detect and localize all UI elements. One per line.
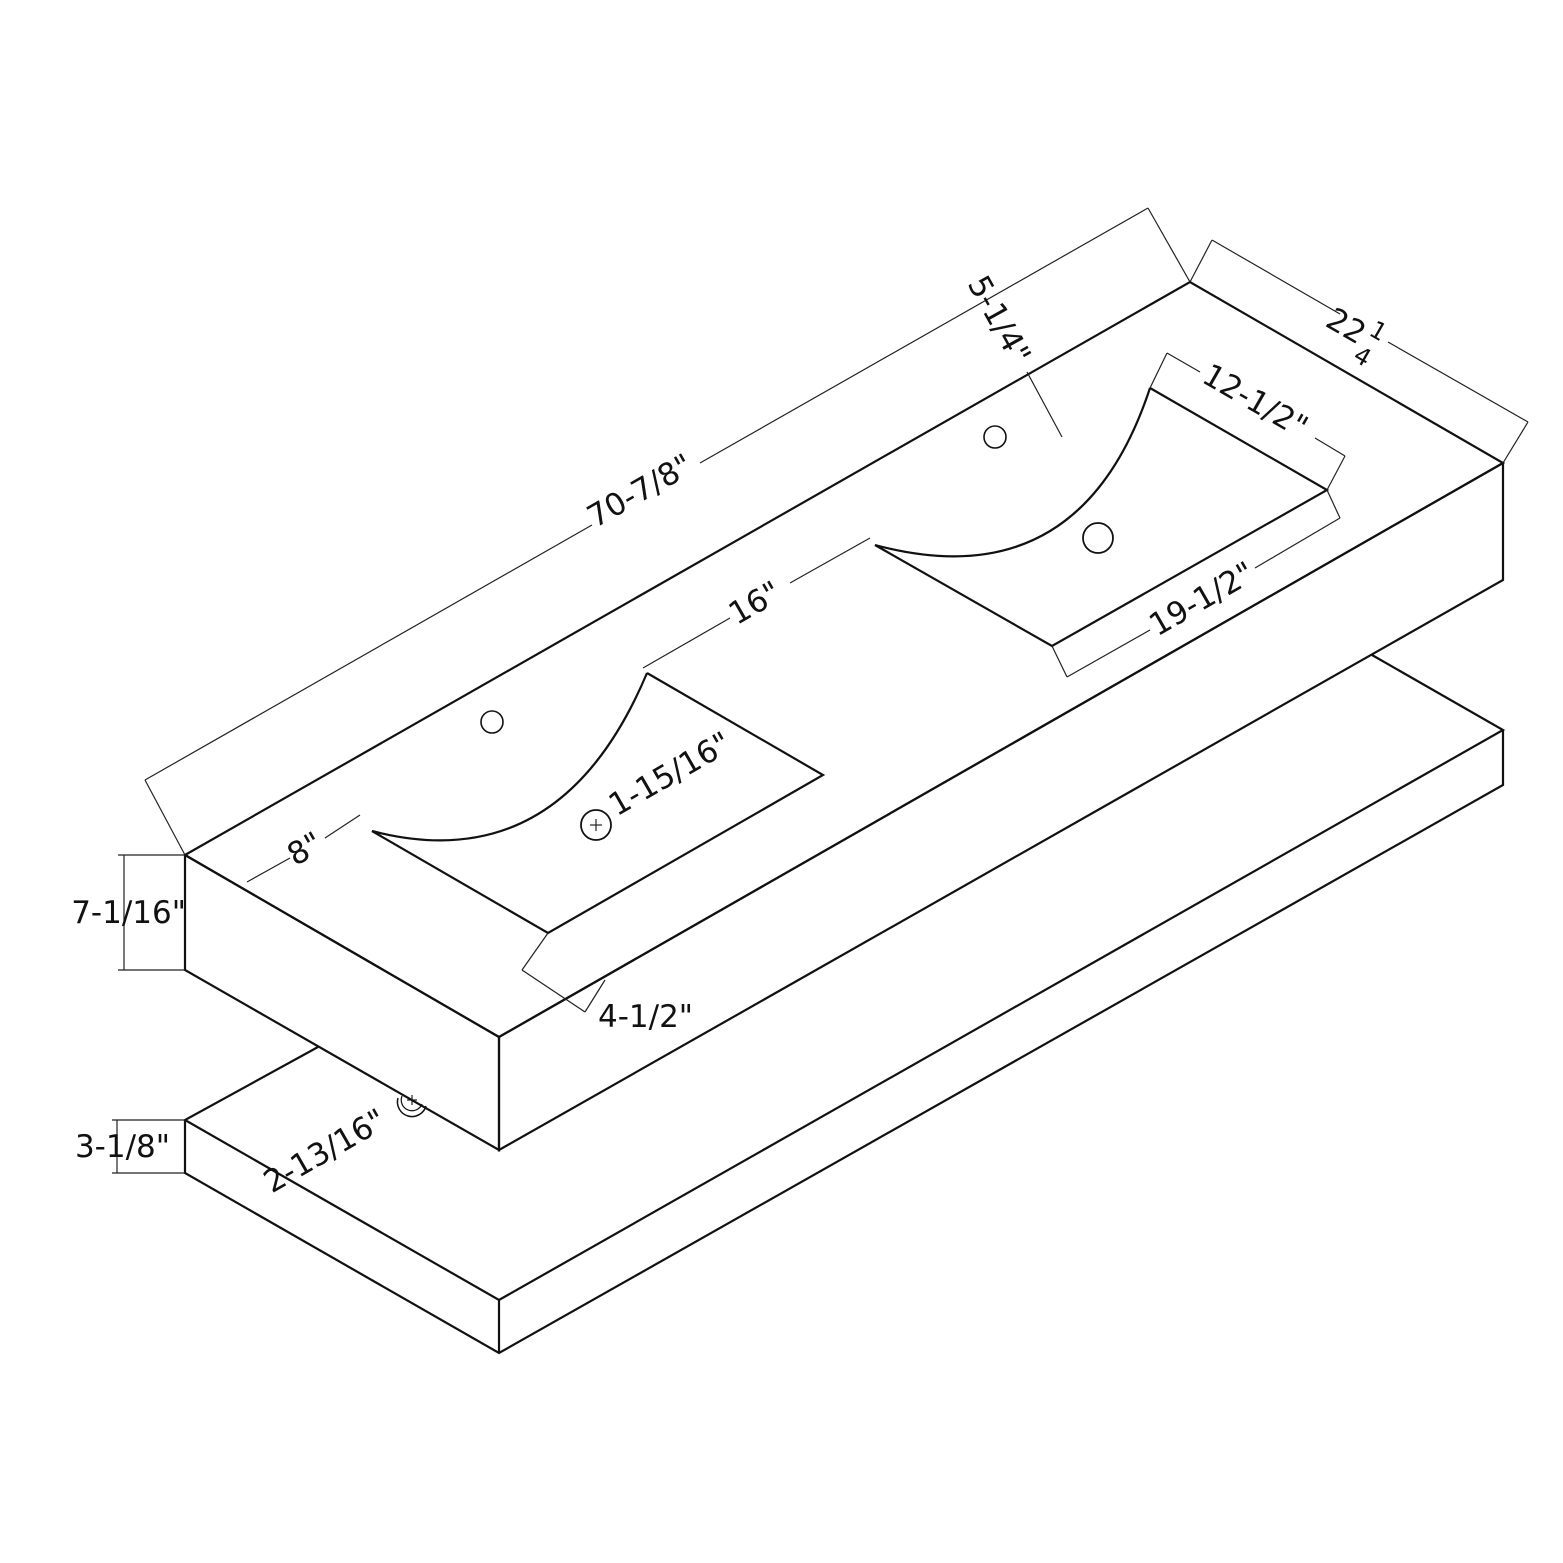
basin-left — [371, 672, 826, 935]
dim-overall-length: 70-7/8" — [581, 447, 699, 535]
dim-front-to-basin: 4-1/2" — [598, 999, 693, 1035]
basin-right — [874, 387, 1330, 648]
dimension-lines — [112, 207, 1529, 1174]
dim-side-to-basin: 8" — [281, 825, 328, 873]
dim-overall-depth: 22 1 4 — [1320, 301, 1392, 373]
dim-basin-width: 19-1/2" — [1143, 555, 1260, 644]
dim-shelf-height: 3-1/8" — [75, 1129, 170, 1165]
faucet-hole-icon — [983, 425, 1007, 449]
dim-drain-diameter: 1-15/16" — [603, 725, 737, 823]
dim-basin-spacing: 16" — [723, 574, 788, 632]
drain-icon — [580, 809, 612, 841]
dim-top-height: 7-1/16" — [71, 895, 186, 931]
faucet-hole-icon — [480, 710, 504, 734]
bottom-shelf — [182, 654, 1506, 1355]
dim-bottom-drain: 2-13/16" — [258, 1102, 392, 1200]
dim-back-to-basin: 5-1/4" — [960, 270, 1038, 371]
dim-basin-depth: 12-1/2" — [1196, 357, 1313, 446]
drain-icon — [1082, 522, 1114, 554]
